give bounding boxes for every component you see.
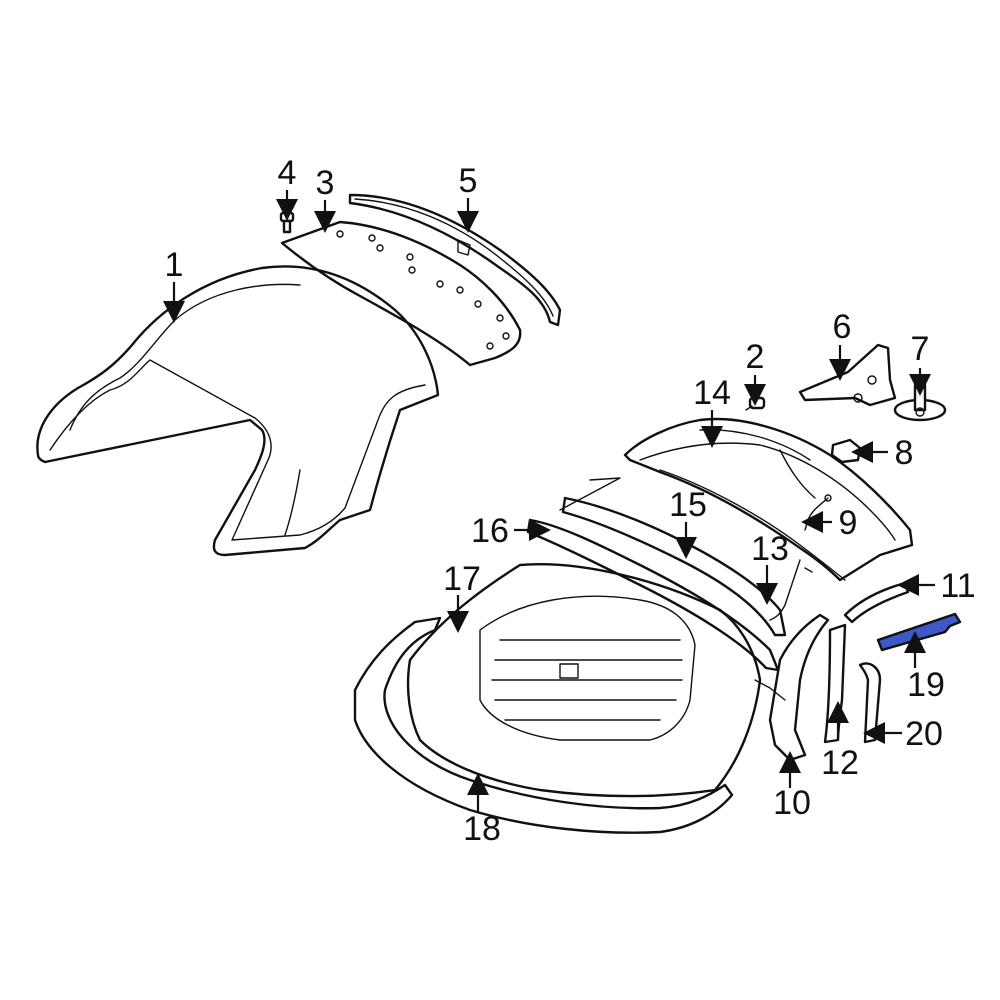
- part-16-bow: [526, 518, 780, 672]
- callout-6: 6: [833, 308, 852, 346]
- part-12-side-seal: [823, 623, 847, 744]
- callout-11: 11: [940, 567, 975, 605]
- callout-13: 13: [751, 530, 789, 568]
- part-5-front-weatherstrip: [348, 193, 562, 327]
- part-4-screw: [279, 211, 295, 234]
- callout-8: 8: [895, 434, 914, 472]
- callout-16: 16: [471, 512, 509, 550]
- leader-lines: [163, 190, 935, 812]
- part-20-side-seal: [858, 662, 882, 744]
- part-11-seal-strip: [843, 581, 910, 624]
- callout-2: 2: [746, 338, 765, 376]
- part-3-headliner-panel: [280, 220, 522, 367]
- part-6-bracket: [798, 343, 897, 407]
- callout-19: 19: [907, 666, 945, 704]
- callout-7: 7: [911, 330, 930, 368]
- callout-1: 1: [165, 246, 184, 284]
- part-9-cable: [804, 494, 832, 531]
- part-1-top-shell: [36, 265, 440, 557]
- callout-3: 3: [316, 164, 335, 202]
- callout-5: 5: [459, 162, 478, 200]
- callout-18: 18: [463, 810, 501, 848]
- part-15-bow: [559, 477, 787, 637]
- callout-15: 15: [669, 486, 707, 524]
- callout-4: 4: [278, 154, 297, 192]
- part-19-highlighted-seal: [876, 612, 962, 652]
- part-2-clip: [745, 396, 766, 411]
- part-8-clip: [830, 438, 862, 464]
- part-13-cable: [769, 559, 813, 621]
- callout-20: 20: [905, 715, 943, 753]
- callout-10: 10: [773, 784, 811, 822]
- part-10-linkage: [754, 613, 830, 762]
- part-17-soft-top: [406, 563, 762, 798]
- callout-17: 17: [443, 560, 481, 598]
- callout-labels: 1 2 3 4 5 6 7 8 9 10 11 12 13 14 15 16 1…: [165, 154, 976, 848]
- part-7-stud: [893, 383, 947, 422]
- callout-12: 12: [821, 744, 859, 782]
- callout-14: 14: [693, 374, 731, 412]
- part-18-seal: [353, 616, 734, 834]
- callout-9: 9: [839, 504, 858, 542]
